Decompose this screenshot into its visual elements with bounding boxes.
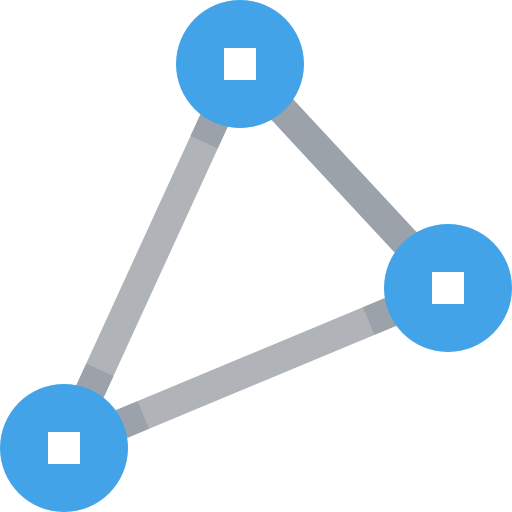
edge-top-bottom-left-sleeve-2: [76, 363, 114, 398]
edge-top-bottom-left-sleeve-1: [190, 114, 228, 149]
bottom-left-node: [0, 384, 128, 512]
right-node-square-marker: [432, 272, 464, 304]
top-node: [176, 0, 304, 128]
edge-top-bottom-left: [50, 57, 254, 455]
top-node-square-marker: [224, 48, 256, 80]
edge-bottom-left-right: [58, 274, 454, 462]
edge-bottom-left-right-sleeve-2: [362, 298, 397, 335]
right-node: [384, 224, 512, 352]
bottom-left-node-square-marker: [48, 432, 80, 464]
edge-bottom-left-right-sleeve-1: [115, 401, 150, 438]
